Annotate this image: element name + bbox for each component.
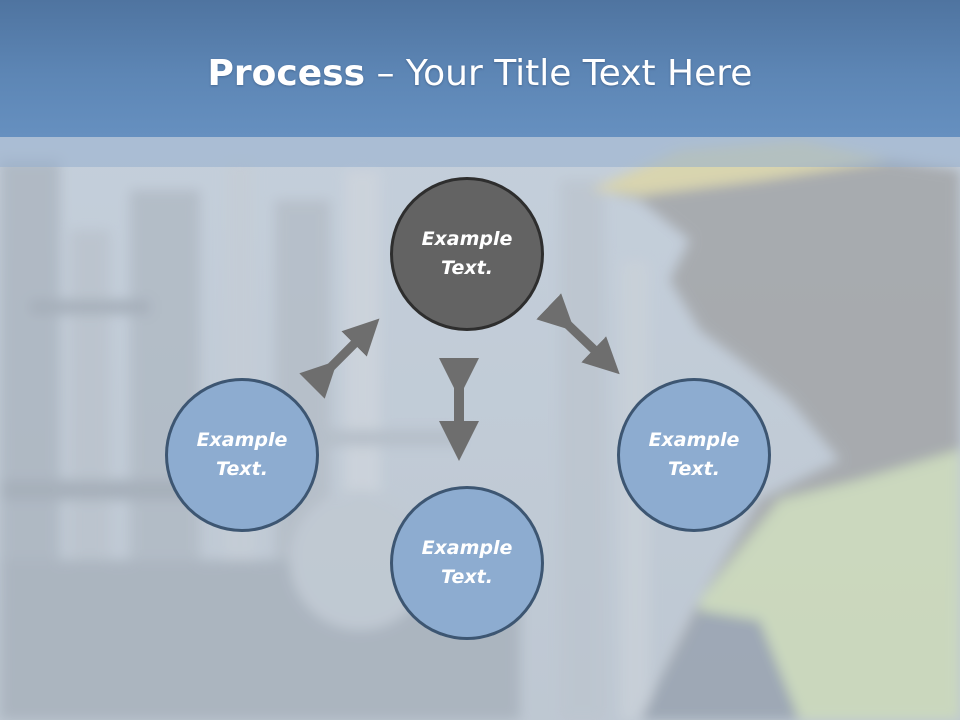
node-bottom-line1: Example (421, 537, 513, 559)
node-top-line1: Example (421, 228, 513, 250)
double-arrow-top-left (299, 318, 380, 399)
title-bold: Process (207, 53, 366, 94)
node-top-line2: Text. (441, 257, 493, 279)
banner-strip (0, 137, 960, 167)
node-right-line2: Text. (668, 458, 720, 480)
slide-title[interactable]: Process – Your Title Text Here (0, 52, 960, 96)
node-right-line1: Example (648, 429, 740, 451)
node-bottom-line2: Text. (441, 566, 493, 588)
node-left-line2: Text. (216, 458, 268, 480)
double-arrow-top-right (536, 293, 620, 375)
title-banner (0, 0, 960, 137)
title-rest: – Your Title Text Here (365, 53, 753, 94)
node-left-line1: Example (196, 429, 288, 451)
